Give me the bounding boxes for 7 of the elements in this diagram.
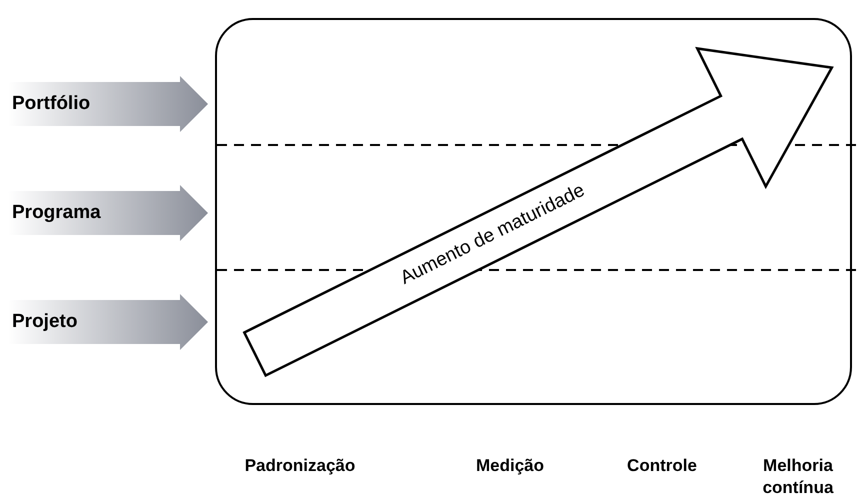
level-label: Projeto — [12, 311, 78, 333]
stage-label: Controle — [626, 455, 698, 477]
level-label: Programa — [12, 202, 101, 224]
stage-label: Medição — [474, 455, 546, 477]
stage-label: Melhoria contínua — [762, 455, 834, 499]
stage-label: Padronização — [244, 455, 356, 477]
level-label: Portfólio — [12, 93, 90, 115]
